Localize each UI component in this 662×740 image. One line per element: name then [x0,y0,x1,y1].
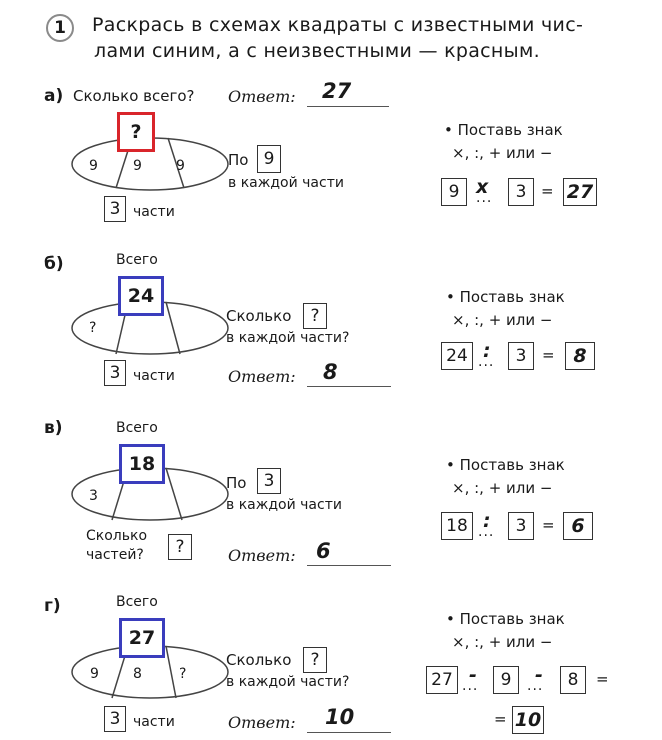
oval-left-value: 3 [89,488,98,504]
eq-equals: = [542,516,555,534]
total-label: Всего [116,252,158,268]
place-sign-label: • Поставь знак [446,610,565,628]
eq-operand-2[interactable]: 3 [508,512,534,540]
eq-dots: ... [478,524,495,540]
po-label: По [228,151,249,169]
eq-equals: = [542,346,555,364]
oval-middle-value: 8 [133,666,142,682]
answer-line [307,106,389,107]
eq-operator[interactable]: х [476,176,489,198]
eq-equals-1: = [596,670,609,688]
eq-operand-3[interactable]: 8 [560,666,586,694]
in-each-part-label: в каждой части [228,175,344,191]
section-letter: б) [44,254,64,274]
eq-operand-1[interactable]: 9 [441,178,467,206]
how-many-box[interactable]: ? [303,647,327,673]
answer-label: Ответ: [228,713,296,732]
how-many-label: Сколько [226,307,292,325]
oval-left-value: ? [89,320,97,336]
top-box-red[interactable]: ? [117,112,155,152]
in-each-part-question: в каждой части? [226,674,350,690]
eq-operator[interactable]: : [483,510,491,532]
how-many-parts-line-1: Сколько [86,528,148,544]
eq-operator[interactable]: : [483,340,491,362]
eq-operand-1[interactable]: 24 [441,342,473,370]
total-label: Всего [116,594,158,610]
eq-result[interactable]: 8 [565,342,595,370]
top-box-blue[interactable]: 18 [119,444,165,484]
task-instruction: Раскрась в схемах квадраты с известными … [92,12,583,64]
eq-operand-2[interactable]: 9 [493,666,519,694]
signs-list: ×, :, + или − [452,479,553,497]
eq-dots-2: ... [527,678,544,694]
eq-operand-2[interactable]: 3 [508,178,534,206]
how-many-label: Сколько [226,651,292,669]
answer-value[interactable]: 8 [323,360,338,384]
section-g: г) Всего 27 9 8 ? Сколько ? в каждой час… [0,592,662,738]
answer-line [307,386,391,387]
answer-value[interactable]: 10 [325,705,355,729]
section-b: б) Всего 24 ? Сколько ? в каждой части? … [0,248,662,398]
how-many-box[interactable]: ? [303,303,327,329]
place-sign-label: • Поставь знак [446,456,565,474]
section-letter: в) [44,418,63,438]
signs-list: ×, :, + или − [452,311,553,329]
answer-label: Ответ: [228,546,296,565]
answer-line [307,732,391,733]
per-part-box[interactable]: 3 [257,468,281,494]
eq-operator-2[interactable]: - [535,664,543,686]
answer-value[interactable]: 6 [316,539,331,563]
oval-middle-value: 9 [133,158,142,174]
parts-count-box[interactable]: 3 [104,196,126,222]
eq-equals: = [541,182,554,200]
answer-label: Ответ: [228,367,296,386]
parts-label: части [133,204,175,220]
eq-operand-1[interactable]: 18 [441,512,473,540]
eq-operand-1[interactable]: 27 [426,666,458,694]
place-sign-label: • Поставь знак [446,288,565,306]
eq-operand-2[interactable]: 3 [508,342,534,370]
oval-right-value: ? [179,666,187,682]
oval-right-value: 9 [176,158,185,174]
signs-list: ×, :, + или − [452,144,553,162]
place-sign-label: • Поставь знак [444,121,563,139]
answer-label: Ответ: [228,87,296,106]
answer-value[interactable]: 27 [322,79,352,103]
answer-line [307,565,391,566]
how-many-parts-line-2: частей? [86,547,144,563]
section-v: в) Всего 18 3 По 3 в каждой части Скольк… [0,416,662,576]
parts-count-box[interactable]: 3 [104,706,126,732]
eq-operator-1[interactable]: - [469,664,477,686]
eq-result[interactable]: 10 [512,706,544,734]
section-letter: г) [44,596,61,616]
eq-dots-1: ... [462,678,479,694]
eq-equals-2: = [494,710,507,728]
oval-left-value: 9 [90,666,99,682]
po-label: По [226,474,247,492]
parts-box[interactable]: ? [168,534,192,560]
section-letter: а) [44,86,64,106]
eq-dots: ... [478,354,495,370]
top-box-blue[interactable]: 24 [118,276,164,316]
parts-count-box[interactable]: 3 [104,360,126,386]
question-text: Сколько всего? [73,87,195,105]
total-label: Всего [116,420,158,436]
in-each-part-label: в каждой части [226,497,342,513]
oval-left-value: 9 [89,158,98,174]
task-line-2: лами синим, а с неизвестными — красным. [94,40,540,62]
eq-dots: ... [476,190,493,206]
in-each-part-question: в каждой части? [226,330,350,346]
eq-result[interactable]: 27 [563,178,597,206]
task-line-1: Раскрась в схемах квадраты с известными … [92,14,584,36]
parts-label: части [133,714,175,730]
per-part-box[interactable]: 9 [257,145,281,173]
top-box-blue[interactable]: 27 [119,618,165,658]
signs-list: ×, :, + или − [452,633,553,651]
eq-result[interactable]: 6 [563,512,593,540]
parts-label: части [133,368,175,384]
task-number-badge: 1 [46,14,74,42]
section-a: а) Сколько всего? Ответ: 27 ? 9 9 9 По 9… [0,78,662,228]
